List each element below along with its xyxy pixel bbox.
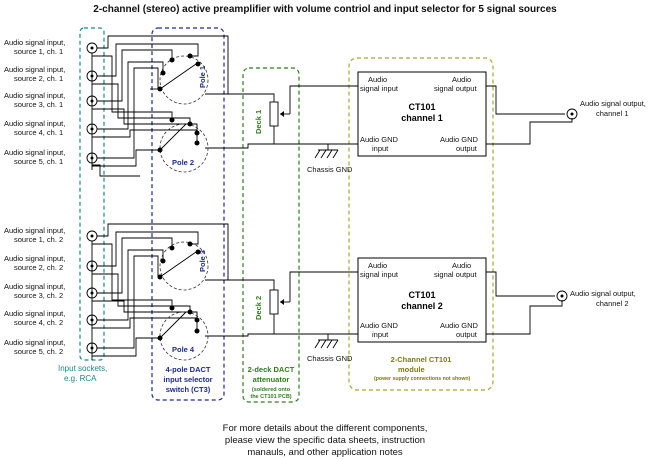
ct101-2-name: channel 2 bbox=[401, 301, 443, 311]
chassis-gnd-label: Chassis GND bbox=[307, 165, 353, 174]
input-label: source 3, ch. 1 bbox=[14, 100, 63, 109]
deck-2-label: Deck 2 bbox=[254, 296, 263, 320]
input-label: Audio signal input, bbox=[4, 309, 65, 318]
input-label: source 5, ch. 1 bbox=[14, 157, 63, 166]
switch-caption: input selector bbox=[163, 375, 212, 384]
ch1-ground-wires bbox=[92, 55, 310, 167]
output-label: channel 2 bbox=[596, 299, 629, 308]
input-label: source 4, ch. 2 bbox=[14, 318, 63, 327]
ct101-1-name: CT101 bbox=[408, 102, 435, 112]
ct101-channel-1 bbox=[310, 71, 578, 157]
pole-3 bbox=[157, 241, 228, 291]
pole-3-label: Pole 3 bbox=[198, 250, 207, 272]
ct101-1-gnd-output: output bbox=[456, 144, 478, 153]
input-label: source 1, ch. 2 bbox=[14, 235, 63, 244]
footer-note: For more details about the different com… bbox=[180, 423, 470, 459]
ch1-signal-wires bbox=[91, 35, 229, 177]
input-label: source 4, ch. 1 bbox=[14, 128, 63, 137]
ct101-1-gnd-output: Audio GND bbox=[440, 135, 479, 144]
footer-line: manauls, and other application notes bbox=[247, 447, 403, 458]
ct101-1-signal-output: Audio bbox=[452, 75, 471, 84]
deck-2-potentiometer bbox=[228, 271, 320, 334]
attenuator-box bbox=[242, 67, 300, 403]
pole-2-label: Pole 2 bbox=[172, 158, 194, 167]
input-label: Audio signal input, bbox=[4, 119, 65, 128]
ct101-2-gnd-output: output bbox=[456, 330, 478, 339]
ct101-2-signal-input: signal input bbox=[360, 270, 399, 279]
input-label: source 1, ch. 1 bbox=[14, 47, 63, 56]
ct101-1-signal-input: Audio bbox=[368, 75, 387, 84]
ct101-2-signal-output: signal output bbox=[434, 270, 477, 279]
ct101-module-box bbox=[348, 57, 494, 391]
input-label: source 3, ch. 2 bbox=[14, 291, 63, 300]
ct101-2-gnd-input: input bbox=[372, 330, 389, 339]
footer-line: For more details about the different com… bbox=[222, 423, 428, 434]
attenuator-note: (soldered onto bbox=[252, 387, 291, 393]
ct101-2-signal-output: Audio bbox=[452, 261, 471, 270]
input-label: Audio signal input, bbox=[4, 148, 65, 157]
input-label: Audio signal input, bbox=[4, 38, 65, 47]
pole-4-label: Pole 4 bbox=[172, 345, 195, 354]
ct101-2-signal-input: Audio bbox=[368, 261, 387, 270]
ct101-2-name: CT101 bbox=[408, 290, 435, 300]
sockets-caption: Input sockets, bbox=[58, 364, 107, 373]
module-note: (power supply connections not shown) bbox=[374, 376, 471, 382]
ct101-1-signal-input: signal input bbox=[360, 84, 399, 93]
output-label: Audio signal output, bbox=[570, 289, 636, 298]
ct101-2-gnd-output: Audio GND bbox=[440, 321, 479, 330]
input-label: source 2, ch. 2 bbox=[14, 263, 63, 272]
deck-1-potentiometer bbox=[228, 85, 320, 144]
ct101-channel-2 bbox=[310, 257, 568, 343]
input-label: Audio signal input, bbox=[4, 282, 65, 291]
switch-caption: switch (CT3) bbox=[166, 385, 211, 394]
pole-1 bbox=[150, 53, 228, 105]
diagram-title: 2-channel (stereo) active preamplifier w… bbox=[93, 4, 557, 15]
output-label: channel 1 bbox=[596, 109, 629, 118]
deck-1-label: Deck 1 bbox=[254, 110, 263, 134]
footer-line: please view the specific data sheets, in… bbox=[224, 435, 426, 446]
attenuator-caption: 2-deck DACT bbox=[248, 365, 295, 374]
ct101-1-name: channel 1 bbox=[401, 113, 443, 123]
pole-2 bbox=[157, 117, 209, 173]
ct101-1-gnd-input: input bbox=[372, 144, 389, 153]
input-label: Audio signal input, bbox=[4, 91, 65, 100]
switch-caption: 4-pole DACT bbox=[166, 365, 211, 374]
module-caption: module bbox=[398, 365, 425, 374]
chassis-gnd-1 bbox=[314, 144, 339, 159]
input-label: Audio signal input, bbox=[4, 254, 65, 263]
module-caption: 2-Channel CT101 bbox=[391, 355, 452, 364]
selector-switch-box bbox=[151, 27, 225, 401]
ct101-1-signal-output: signal output bbox=[434, 84, 477, 93]
input-label: Audio signal input, bbox=[4, 226, 65, 235]
input-label: Audio signal input, bbox=[4, 338, 65, 347]
input-label: source 5, ch. 2 bbox=[14, 347, 63, 356]
input-label: source 2, ch. 1 bbox=[14, 74, 63, 83]
ct101-1-gnd-input: Audio GND bbox=[360, 135, 399, 144]
chassis-gnd-2 bbox=[314, 334, 339, 349]
sockets-caption: e.g. RCA bbox=[64, 374, 97, 383]
chassis-gnd-label: Chassis GND bbox=[307, 354, 353, 363]
output-label: Audio signal output, bbox=[580, 99, 646, 108]
attenuator-note: the CT101 PCB) bbox=[250, 394, 291, 400]
ch2-ground-wires bbox=[92, 243, 310, 357]
attenuator-caption: attenuator bbox=[253, 375, 290, 384]
input-label: Audio signal input, bbox=[4, 65, 65, 74]
ct101-2-gnd-input: Audio GND bbox=[360, 321, 399, 330]
pole-4 bbox=[157, 305, 209, 361]
pole-1-label: Pole 1 bbox=[198, 66, 207, 88]
